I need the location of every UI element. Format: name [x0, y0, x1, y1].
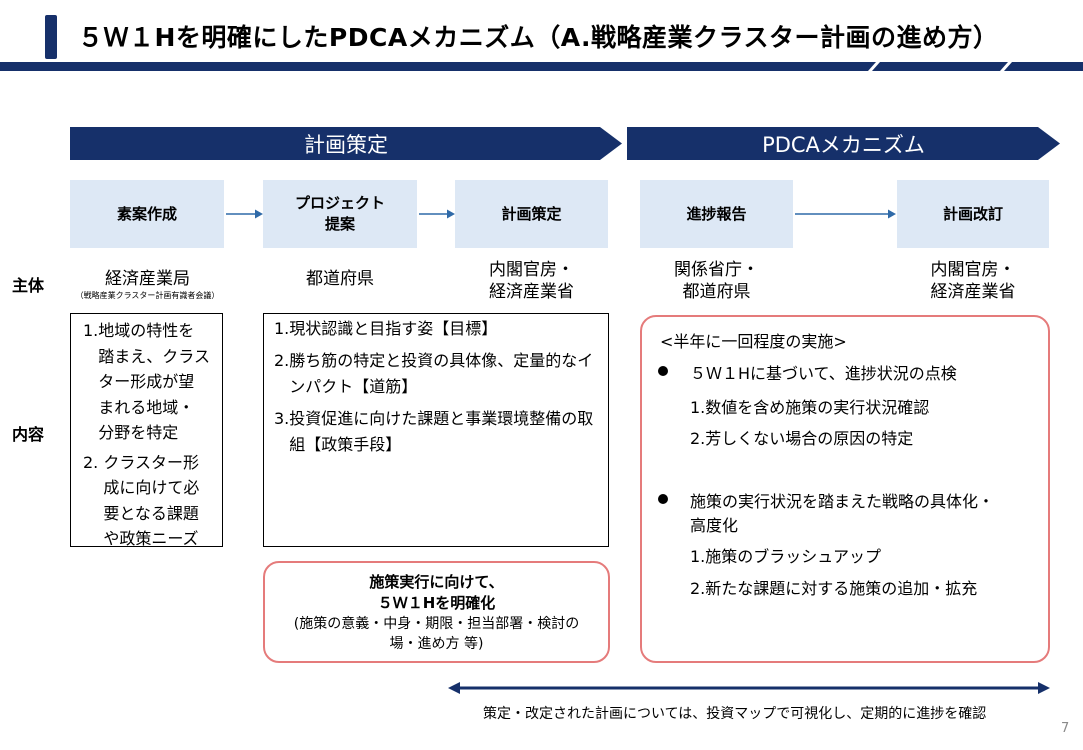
- clarify-5w1h-box: 施策実行に向けて、 ５Ｗ１Hを明確化 (施策の意義・中身・期限・担当部署・検討の…: [263, 561, 610, 663]
- row-label-actor: 主体: [12, 276, 45, 295]
- step-revision-label: 計画改訂: [942, 204, 1003, 223]
- project-item-3-text: 投資促進に向けた課題と事業環境整備の取組【政策手段】: [289, 409, 594, 454]
- step-project-label-2: 提案: [324, 215, 355, 233]
- step-plan-label: 計画策定: [501, 204, 562, 223]
- pdca-frequency: <半年に一回程度の実施>: [660, 332, 847, 351]
- actor-draft-note: （戦略産業クラスター計画有識者会議）: [75, 291, 220, 300]
- clarify-detail-2: 場・進め方 等): [389, 636, 484, 652]
- project-item-3-num: 3.: [274, 409, 290, 428]
- clarify-title-2: ５Ｗ１Hを明確化: [377, 594, 496, 612]
- arrow-report-to-revision: [795, 209, 896, 219]
- draft-item-2-num: 2.: [83, 452, 104, 472]
- pdca-bullet-2-sub-2: 2.新たな課題に対する施策の追加・拡充: [690, 579, 978, 598]
- step-draft-label: 素案作成: [116, 204, 177, 223]
- pdca-content-box: [640, 315, 1050, 663]
- actor-revision: 内閣官房・ 経済産業省: [897, 259, 1049, 303]
- page-title: ５Ｗ１Hを明確にしたPDCAメカニズム（A.戦略産業クラスター計画の進め方）: [78, 23, 999, 52]
- project-item-2: 2. 勝ち筋の特定と投資の具体像、定量的なインパクト【道筋】: [274, 348, 598, 400]
- pdca-bullet-2-dot: [658, 494, 668, 504]
- draft-item-2: 2. クラスター形成に向けて必要となる課題や政策ニーズ: [83, 450, 210, 552]
- arrow-project-to-plan: [419, 209, 455, 219]
- pdca-bullet-1-dot: [658, 366, 668, 376]
- step-draft: 素案作成: [70, 180, 224, 248]
- row-label-content: 内容: [12, 425, 45, 444]
- project-item-1-text: 現状認識と目指す姿【目標】: [289, 319, 498, 338]
- page-number: 7: [1061, 721, 1070, 736]
- project-item-2-num: 2.: [274, 351, 290, 370]
- step-project-label-1: プロジェクト: [294, 194, 385, 212]
- step-revision: 計画改訂: [897, 180, 1049, 248]
- title-underline: [0, 62, 1083, 71]
- phase-planning-arrow: 計画策定: [70, 127, 622, 160]
- pdca-bullet-1-sub-2: 2.芳しくない場合の原因の特定: [690, 429, 914, 448]
- step-report: 進捗報告: [640, 180, 793, 248]
- draft-item-1-text: 地域の特性を踏まえ、クラスター形成が望まれる地域・分野を特定: [98, 321, 210, 442]
- project-item-2-text: 勝ち筋の特定と投資の具体像、定量的なインパクト【道筋】: [289, 351, 594, 396]
- draft-item-2-text: クラスター形成に向けて必要となる課題や政策ニーズ: [103, 452, 200, 549]
- actor-project-name: 都道府県: [306, 269, 374, 289]
- arrow-draft-to-project: [226, 209, 263, 219]
- project-item-1-num: 1.: [274, 319, 290, 338]
- actor-draft-name: 経済産業局: [105, 269, 190, 289]
- step-plan: 計画策定: [455, 180, 608, 248]
- pdca-bullet-1-sub-1: 1.数値を含め施策の実行状況確認: [690, 398, 930, 417]
- bottom-note: 策定・改定された計画については、投資マップで可視化し、定期的に進捗を確認: [483, 706, 987, 722]
- actor-plan: 内閣官房・ 経済産業省: [455, 259, 608, 303]
- draft-item-1-num: 1.: [83, 321, 99, 340]
- actor-plan-line-2: 経済産業省: [489, 282, 574, 302]
- phase-planning-label: 計画策定: [304, 132, 388, 157]
- actor-project: 都道府県: [263, 268, 417, 290]
- project-content-box: 1. 現状認識と目指す姿【目標】 2. 勝ち筋の特定と投資の具体像、定量的なイン…: [263, 313, 609, 547]
- pdca-bullet-2-sub-1: 1.施策のブラッシュアップ: [690, 547, 881, 566]
- step-project: プロジェクト 提案: [263, 180, 417, 248]
- clarify-title-1: 施策実行に向けて、: [369, 573, 504, 591]
- draft-item-1: 1. 地域の特性を踏まえ、クラスター形成が望まれる地域・分野を特定: [83, 318, 210, 446]
- actor-report-line-2: 都道府県: [682, 282, 751, 302]
- actor-draft: 経済産業局 （戦略産業クラスター計画有識者会議）: [60, 268, 235, 302]
- clarify-detail-1: (施策の意義・中身・期限・担当部署・検討の: [293, 616, 580, 632]
- actor-revision-line-1: 内閣官房・: [930, 260, 1016, 280]
- actor-plan-line-1: 内閣官房・: [489, 260, 574, 280]
- bottom-double-arrow: [448, 682, 1050, 694]
- actor-report-line-1: 関係省庁・: [674, 260, 759, 280]
- step-report-label: 進捗報告: [686, 204, 747, 223]
- title-accent-bar: [45, 15, 57, 59]
- pdca-bullet-1: ５Ｗ１Hに基づいて、進捗状況の点検: [690, 364, 957, 383]
- draft-content-box: 1. 地域の特性を踏まえ、クラスター形成が望まれる地域・分野を特定 2. クラス…: [70, 313, 223, 548]
- pdca-bullet-2-line-1: 施策の実行状況を踏まえた戦略の具体化・: [690, 492, 995, 511]
- phase-pdca-arrow: PDCAメカニズム: [627, 127, 1060, 160]
- phase-pdca-label: PDCAメカニズム: [762, 132, 925, 157]
- project-item-1: 1. 現状認識と目指す姿【目標】: [274, 316, 598, 342]
- actor-revision-line-2: 経済産業省: [930, 282, 1016, 302]
- actor-report: 関係省庁・ 都道府県: [640, 259, 793, 303]
- pdca-bullet-2-line-2: 高度化: [690, 516, 739, 535]
- project-item-3: 3. 投資促進に向けた課題と事業環境整備の取組【政策手段】: [274, 406, 598, 458]
